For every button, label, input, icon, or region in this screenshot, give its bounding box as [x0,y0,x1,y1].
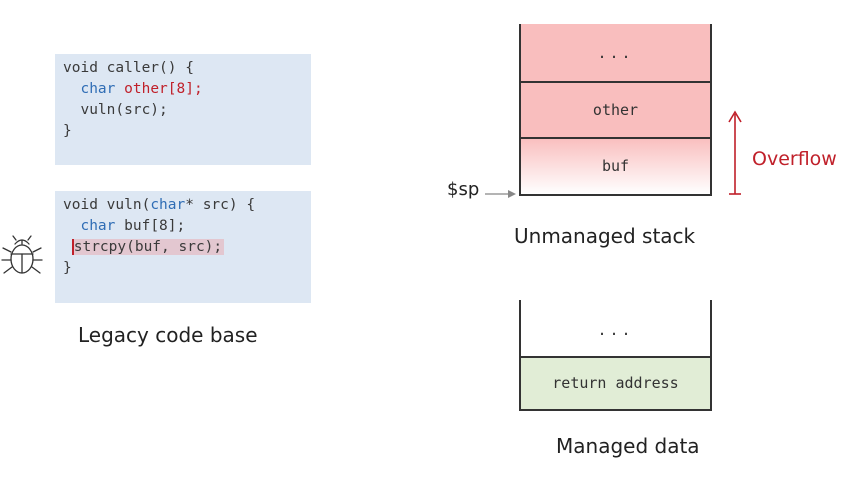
code-line: void caller() { [63,60,194,76]
stack-pointer-label: $sp [447,179,480,200]
stack-bottom [519,194,712,196]
bug-icon [1,235,43,274]
code-line: void vuln(char* src) { [63,197,256,213]
code-line: } [63,260,72,276]
managed-data-caption: Managed data [556,434,700,458]
stack-cell-buf: buf [520,138,711,194]
code-line: strcpy(buf, src); [63,237,311,258]
stack-divider [519,81,712,83]
stack-left-wall [519,24,521,195]
managed-left-wall [519,300,521,410]
code-line: char other[8]; [80,81,203,97]
code-line: vuln(src); [80,102,168,118]
managed-cell-ellipsis: ... [520,302,711,357]
managed-divider [519,356,712,358]
stack-divider [519,137,712,139]
stack-cell-other: other [520,82,711,138]
stack-cell-ellipsis: ... [520,24,711,82]
code-line: char buf[8]; [80,218,186,234]
vulnerable-line-highlight: strcpy(buf, src); [71,239,225,255]
managed-cell-return-address: return address [520,357,711,409]
overflow-arrow [728,110,742,195]
stack-pointer-arrow [485,190,516,198]
managed-right-wall [710,300,712,410]
vuln-code-block: void vuln(char* src) { char buf[8]; strc… [55,191,311,303]
overflow-label: Overflow [752,148,837,170]
managed-bottom [519,409,712,411]
stack-right-wall [710,24,712,195]
unmanaged-stack-caption: Unmanaged stack [514,224,696,248]
code-line: } [63,123,72,139]
legacy-code-caption: Legacy code base [78,323,258,347]
caller-code-block: void caller() { char other[8]; vuln(src)… [55,54,311,165]
